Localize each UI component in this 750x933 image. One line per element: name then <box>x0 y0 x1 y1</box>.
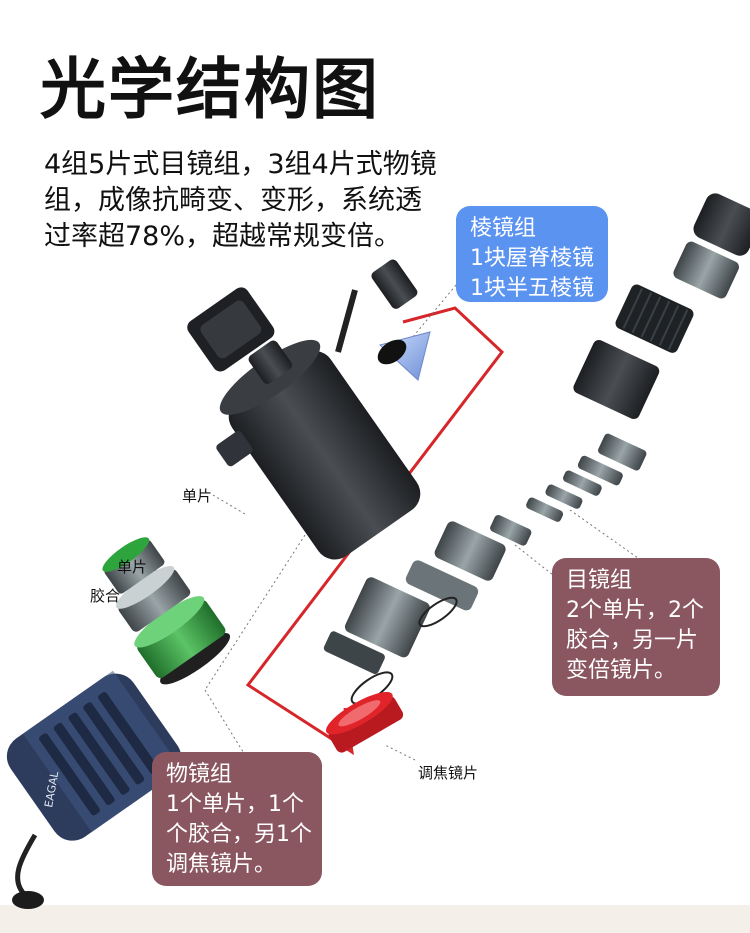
focus-lens <box>326 691 404 753</box>
zoom-lens-tube <box>434 521 506 581</box>
prism <box>377 331 431 381</box>
eyepiece-ring <box>673 241 739 299</box>
brand-mark: EAGAL <box>42 770 61 809</box>
label-focus-lens: 调焦镜片 <box>418 764 479 782</box>
lens-barrel <box>104 540 165 594</box>
eyepiece-stack <box>323 193 750 705</box>
objective-group-line-3: 个胶合，另1个 <box>166 822 312 847</box>
page-title: 光学结构图 <box>40 51 380 128</box>
single-lens-2-face <box>116 566 175 609</box>
eye-cup <box>693 193 750 256</box>
prism-group-line-3: 1块半五棱镜 <box>470 276 594 301</box>
objective-group-line-2: 1个单片，1个 <box>166 792 304 817</box>
eyepiece-group-title: 目镜组 <box>566 568 633 593</box>
lanyard-end <box>12 891 44 909</box>
cemented-lens <box>137 600 226 678</box>
focus-barrel <box>344 577 430 658</box>
eyepiece-group-line-3: 胶合，另一片 <box>566 628 699 653</box>
intro-line-1: 4组5片式目镜组，3组4片式物镜 <box>44 149 437 180</box>
label-single-lens-1: 单片 <box>182 487 213 505</box>
single-lens-2 <box>118 569 191 632</box>
objective-group-callout: 物镜组 1个单片，1个 个胶合，另1个 调焦镜片。 <box>152 752 322 886</box>
objective-group-title: 物镜组 <box>166 762 233 787</box>
lanyard <box>15 833 38 897</box>
objective-group-line-4: 调焦镜片。 <box>166 852 277 877</box>
eyepiece-group-line-2: 2个单片，2个 <box>566 598 704 623</box>
label-cemented-lens: 胶合 <box>90 587 121 605</box>
prism-group-callout: 棱镜组 1块屋脊棱镜 1块半五棱镜 <box>456 206 608 302</box>
single-lens-1-face <box>102 537 150 572</box>
eyepiece-group-line-4: 变倍镜片。 <box>566 658 677 683</box>
retaining-ring <box>160 632 231 685</box>
bottom-band <box>0 905 750 933</box>
intro-line-3: 过率超78%，超越常规变倍。 <box>44 221 402 252</box>
cover-cap <box>187 287 275 372</box>
adjust-rod <box>335 289 358 353</box>
eyepiece-group-callout: 目镜组 2个单片，2个 胶合，另一片 变倍镜片。 <box>552 558 720 696</box>
focus-knob <box>248 340 293 384</box>
prism-group-line-2: 1块屋脊棱镜 <box>470 246 594 271</box>
prism-group-title: 棱镜组 <box>470 216 537 241</box>
cemented-lens-face <box>134 596 205 648</box>
rubber-grip <box>6 670 182 841</box>
label-single-lens-2: 单片 <box>117 558 148 576</box>
adjust-cap <box>371 259 418 309</box>
zoom-ring <box>573 339 660 420</box>
intro-line-2: 组，成像抗畸变、变形，系统透 <box>44 185 422 216</box>
